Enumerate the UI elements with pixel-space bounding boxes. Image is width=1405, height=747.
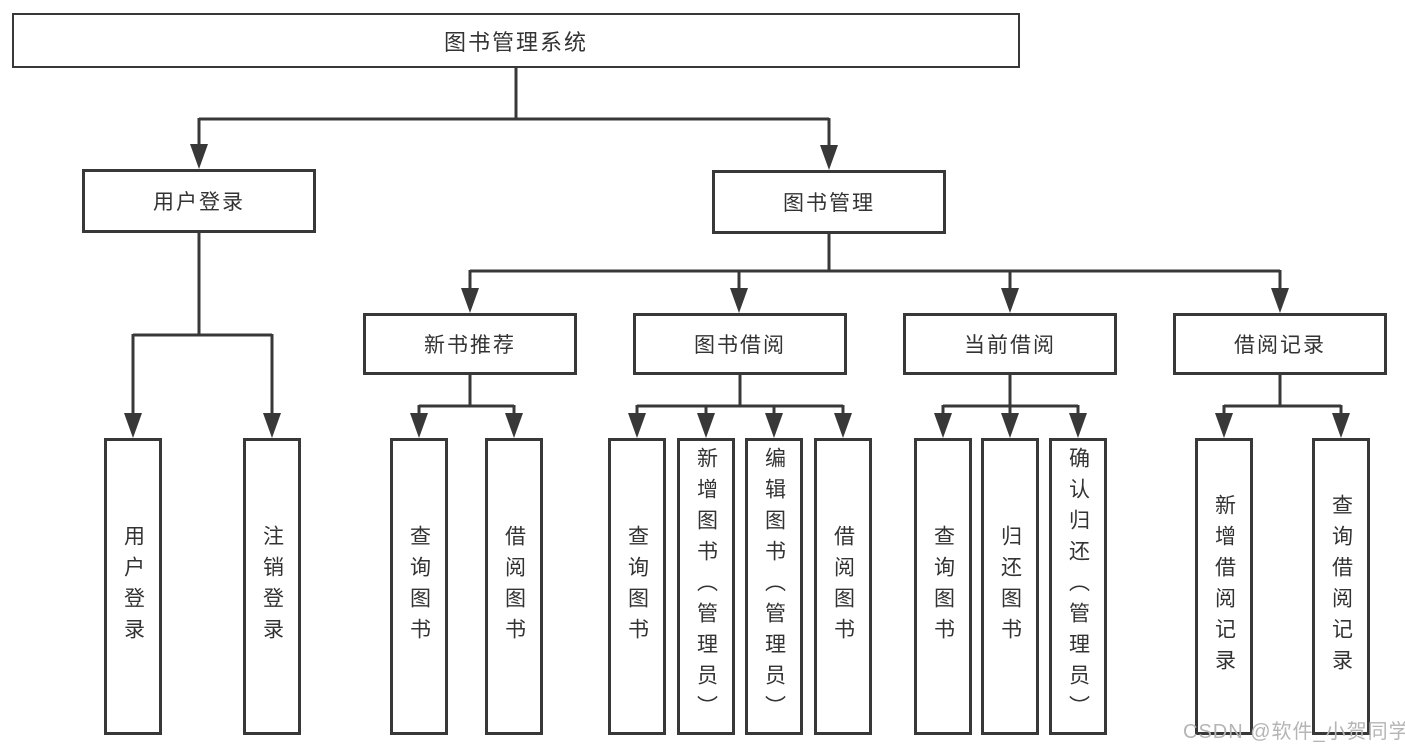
leaf-bb-add-books-admin: 新增图书（管理员） <box>677 438 735 735</box>
arrow-down-icon <box>730 288 748 313</box>
leaf-cb-query-books-label: 查询图书 <box>931 524 955 649</box>
csdn-watermark: CSDN @软件_小贺同学 <box>1183 721 1405 743</box>
arrow-down-icon <box>628 413 646 438</box>
arrow-down-icon <box>410 413 428 438</box>
leaf-bb-add-books-admin-label: 新增图书（管理员） <box>694 447 718 726</box>
leaf-user-login-label: 用户登录 <box>121 524 145 649</box>
node-new-book-rec-label: 新书推荐 <box>424 334 516 357</box>
node-book-borrow-label: 图书借阅 <box>694 334 786 357</box>
node-user-login-label: 用户登录 <box>153 191 245 214</box>
node-new-book-rec: 新书推荐 <box>363 313 577 375</box>
arrow-down-icon <box>1069 413 1087 438</box>
arrow-down-icon <box>124 413 142 438</box>
arrow-down-icon <box>1271 288 1289 313</box>
leaf-nbr-borrow-books: 借阅图书 <box>485 438 543 735</box>
leaf-cb-return-books-label: 归还图书 <box>998 524 1022 649</box>
node-current-borrow: 当前借阅 <box>903 313 1117 375</box>
arrow-down-icon <box>697 413 715 438</box>
leaf-br-add-record: 新增借阅记录 <box>1195 438 1253 735</box>
arrow-down-icon <box>1215 413 1233 438</box>
leaf-bb-query-books-label: 查询图书 <box>625 524 649 649</box>
leaf-br-add-record-label: 新增借阅记录 <box>1212 493 1236 680</box>
arrow-down-icon <box>765 413 783 438</box>
arrow-down-icon <box>834 413 852 438</box>
leaf-cb-query-books: 查询图书 <box>914 438 972 735</box>
leaf-user-login: 用户登录 <box>104 438 162 735</box>
node-user-login: 用户登录 <box>82 169 316 233</box>
arrow-down-icon <box>505 413 523 438</box>
arrow-down-icon <box>1001 288 1019 313</box>
leaf-br-query-record-label: 查询借阅记录 <box>1329 493 1353 680</box>
node-borrow-records: 借阅记录 <box>1173 313 1387 375</box>
arrow-down-icon <box>1001 413 1019 438</box>
leaf-bb-query-books: 查询图书 <box>608 438 666 735</box>
node-book-borrow: 图书借阅 <box>633 313 847 375</box>
leaf-br-query-record: 查询借阅记录 <box>1312 438 1370 735</box>
arrow-down-icon <box>461 288 479 313</box>
node-book-mgmt-label: 图书管理 <box>783 192 875 215</box>
node-current-borrow-label: 当前借阅 <box>964 334 1056 357</box>
leaf-bb-edit-books-admin-label: 编辑图书（管理员） <box>762 447 786 726</box>
node-root: 图书管理系统 <box>12 13 1020 68</box>
leaf-bb-borrow-books: 借阅图书 <box>814 438 872 735</box>
connector-borrow-records-branch <box>1222 375 1343 414</box>
leaf-logout-label: 注销登录 <box>260 524 284 649</box>
leaf-bb-edit-books-admin: 编辑图书（管理员） <box>745 438 803 735</box>
leaf-nbr-query-books: 查询图书 <box>390 438 448 735</box>
node-borrow-records-label: 借阅记录 <box>1234 334 1326 357</box>
arrow-down-icon <box>820 145 838 170</box>
leaf-bb-borrow-books-label: 借阅图书 <box>831 524 855 649</box>
connector-user-login-branch <box>131 233 274 414</box>
leaf-cb-confirm-return-admin: 确认归还（管理员） <box>1049 438 1107 735</box>
leaf-cb-confirm-return-admin-label: 确认归还（管理员） <box>1066 447 1090 726</box>
leaf-nbr-query-books-label: 查询图书 <box>407 524 431 649</box>
connector-root-to-level2 <box>197 68 831 146</box>
arrow-down-icon <box>1332 413 1350 438</box>
node-book-mgmt: 图书管理 <box>712 170 946 234</box>
leaf-logout: 注销登录 <box>243 438 301 735</box>
connector-new-book-rec-branch <box>417 375 516 414</box>
connector-book-mgmt-branch <box>468 234 1282 289</box>
connector-current-borrow-branch <box>941 375 1080 414</box>
leaf-cb-return-books: 归还图书 <box>981 438 1039 735</box>
arrow-down-icon <box>263 413 281 438</box>
arrowheads <box>124 144 1350 438</box>
leaf-nbr-borrow-books-label: 借阅图书 <box>502 524 526 649</box>
connector-book-borrow-branch <box>635 375 845 414</box>
node-root-label: 图书管理系统 <box>443 29 588 55</box>
arrow-down-icon <box>190 144 208 169</box>
arrow-down-icon <box>934 413 952 438</box>
